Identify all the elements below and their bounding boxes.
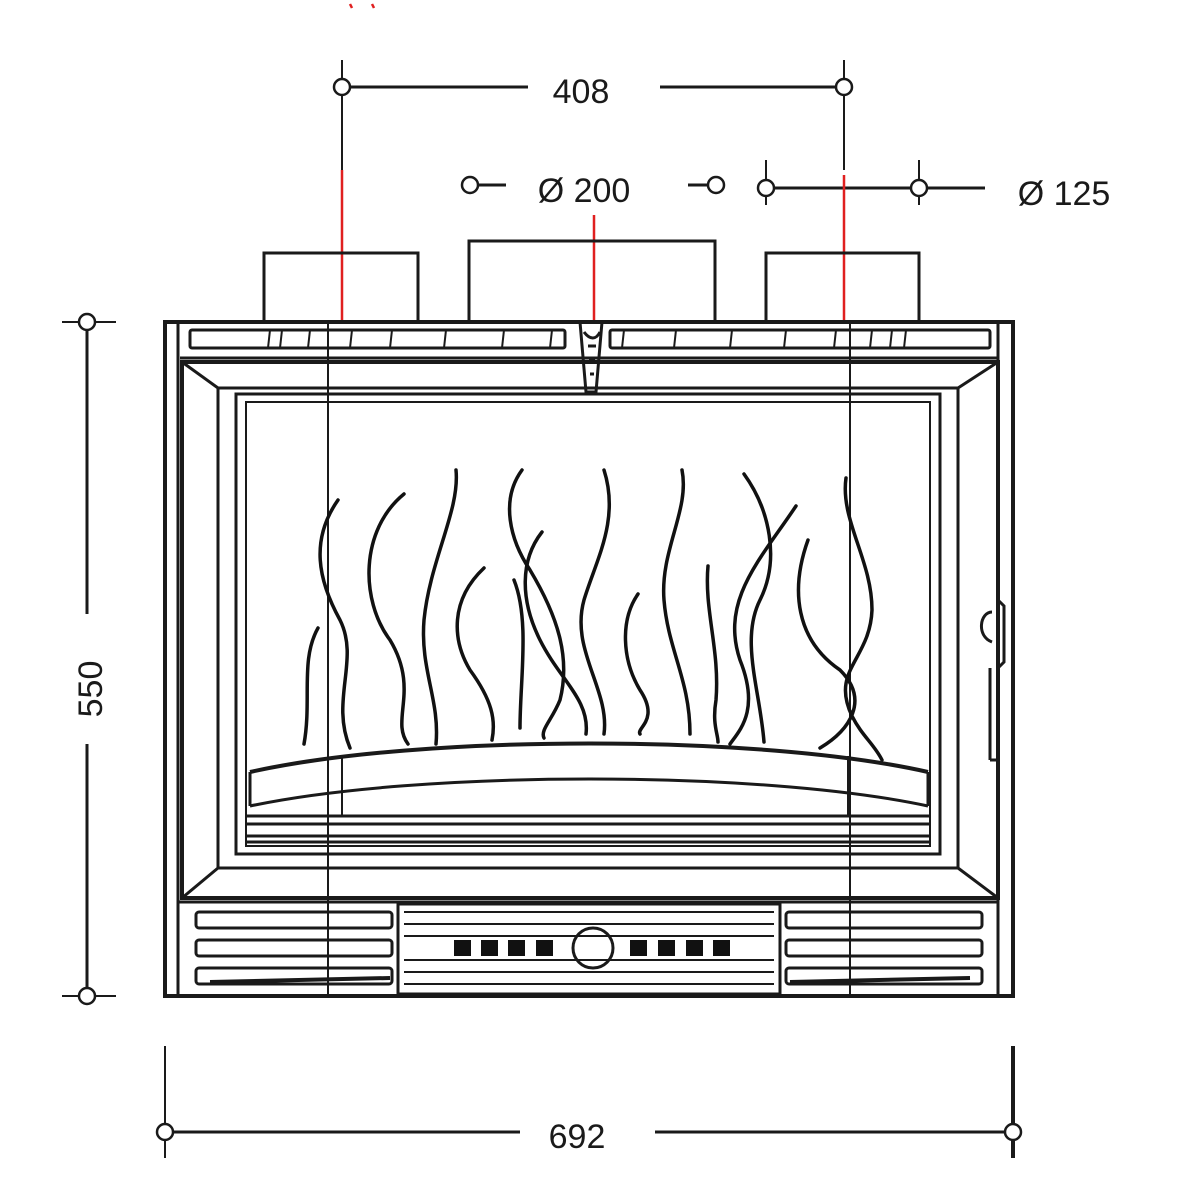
dimension-height: 550: [62, 312, 116, 1006]
flue-collars: [262, 239, 921, 324]
door-frame: [180, 360, 1000, 900]
height-label: 550: [72, 661, 110, 718]
top-red-marks: [348, 3, 376, 9]
dimension-flue-spacing: 408: [332, 60, 854, 170]
door-latch-icon: [980, 598, 1006, 762]
width-label: 692: [549, 1118, 606, 1156]
air-control-knob-icon: [454, 926, 730, 970]
dimension-main-flue-diameter: Ø 200: [460, 172, 726, 210]
fire-bed: [246, 741, 930, 844]
bottom-grille: [178, 900, 998, 996]
dimension-width: 692: [155, 1046, 1023, 1158]
dimension-secondary-flue-diameter: Ø 125: [756, 160, 1111, 213]
flue-spacing-label: 408: [553, 73, 610, 111]
flue-center-axes: [340, 170, 846, 322]
top-air-grille: [188, 328, 992, 350]
main-flue-diameter-label: Ø 200: [538, 172, 631, 210]
secondary-flue-diameter-label: Ø 125: [1018, 175, 1111, 213]
flames: [302, 468, 884, 762]
